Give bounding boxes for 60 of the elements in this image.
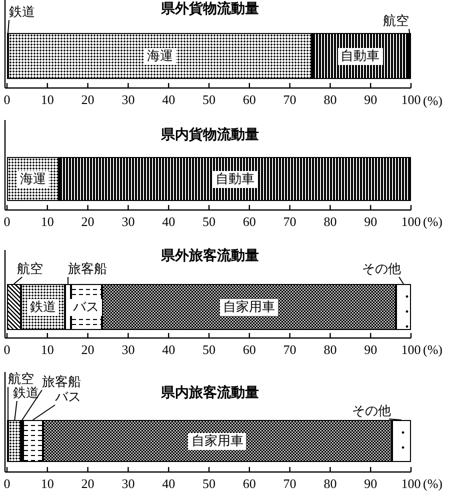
- tick-label: 60: [242, 477, 256, 491]
- segment-label: 海運: [144, 48, 176, 64]
- tick-label: 100: [401, 343, 421, 357]
- tick-label: 60: [242, 343, 256, 357]
- tick-label: 10: [40, 93, 54, 107]
- chart-title: 県外旅客流動量: [161, 247, 259, 265]
- tick-label: 80: [324, 477, 337, 491]
- tick-label: 100: [401, 477, 421, 491]
- tick-label: 20: [81, 215, 94, 229]
- tick-label: 50: [202, 215, 216, 229]
- tick-label: 80: [324, 343, 337, 357]
- tick-label: 100: [401, 215, 421, 229]
- tick-label: 100: [401, 93, 421, 107]
- tick-label: 30: [122, 343, 135, 357]
- tick-label: 0: [4, 93, 10, 107]
- tick-label: 30: [122, 93, 135, 107]
- segment-label: 自動車: [338, 48, 383, 64]
- tick-label: 80: [324, 215, 337, 229]
- tick-label: 70: [283, 93, 296, 107]
- tick-label: 80: [324, 93, 337, 107]
- tick-label: 40: [162, 343, 176, 357]
- tick-label: 50: [202, 343, 216, 357]
- tick-label: 90: [364, 93, 378, 107]
- axis-unit: (%): [423, 477, 442, 491]
- tick-label: 30: [122, 477, 135, 491]
- axis-unit: (%): [423, 215, 442, 229]
- segment-label: 自家用車: [188, 432, 246, 450]
- segment-label: バス: [70, 298, 102, 316]
- tick-label: 90: [364, 343, 378, 357]
- tick-label: 40: [162, 477, 176, 491]
- segment-label: 鉄道: [26, 298, 59, 316]
- tick-label: 0: [4, 477, 10, 491]
- tick-label: 10: [40, 343, 54, 357]
- tick-label: 20: [81, 93, 94, 107]
- segment-label: 海運: [17, 170, 50, 188]
- segment-label: 自家用車: [220, 298, 278, 316]
- tick-label: 50: [202, 93, 216, 107]
- tick-label: 70: [283, 477, 296, 491]
- segment-label: 自動車: [212, 170, 258, 188]
- axis-unit: (%): [423, 94, 442, 108]
- tick-label: 70: [283, 215, 296, 229]
- tick-label: 40: [162, 93, 176, 107]
- tick-label: 60: [242, 93, 256, 107]
- tick-label: 40: [162, 215, 176, 229]
- tick-label: 70: [283, 343, 296, 357]
- tick-label: 20: [81, 477, 94, 491]
- tick-label: 30: [122, 215, 135, 229]
- tick-label: 0: [4, 343, 10, 357]
- chart-title: 県内旅客流動量: [161, 384, 259, 402]
- tick-label: 20: [81, 343, 94, 357]
- axis-unit: (%): [423, 343, 442, 357]
- tick-label: 50: [202, 477, 216, 491]
- tick-label: 90: [364, 477, 378, 491]
- tick-label: 60: [242, 215, 256, 229]
- chart-title: 県内貨物流動量: [161, 126, 259, 144]
- tick-label: 90: [364, 215, 378, 229]
- chart-title: 県外貨物流動量: [161, 0, 259, 18]
- tick-label: 0: [4, 215, 10, 229]
- tick-label: 10: [40, 477, 54, 491]
- tick-label: 10: [40, 215, 54, 229]
